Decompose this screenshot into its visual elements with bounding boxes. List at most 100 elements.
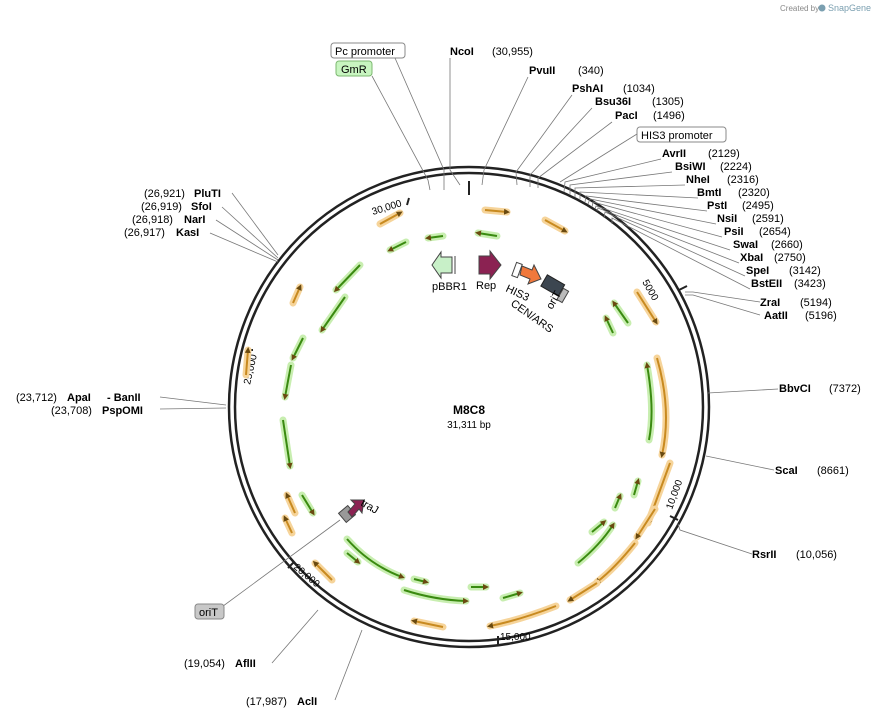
pc-promoter-box: Pc promoter <box>330 42 406 59</box>
site-name: ZraI <box>760 297 780 309</box>
site-name: XbaI <box>740 252 763 264</box>
site-pos: (2750) <box>774 252 806 264</box>
site-pos: (26,918) <box>132 214 173 226</box>
backbone-outer <box>227 165 711 649</box>
site-name: AvrII <box>662 148 686 160</box>
traj-label: traJ <box>359 497 381 517</box>
site-pos: (26,919) <box>141 201 182 213</box>
gmr-text: GmR <box>341 64 367 76</box>
site-pos: (2660) <box>771 239 803 251</box>
site-name: AflII <box>235 658 256 670</box>
site-leaders <box>159 58 779 701</box>
site-pos: (7372) <box>829 383 861 395</box>
orf-arrow <box>487 605 557 629</box>
restriction-sites: NcoI (30,955) PvuII (340) PshAI (1034) B… <box>16 46 861 708</box>
orf-arrow <box>285 492 296 514</box>
orf-arrow <box>379 211 403 225</box>
site-name: BstEII <box>751 278 782 290</box>
site-name: PshAI <box>572 83 603 95</box>
site-pos: (10,056) <box>796 549 837 561</box>
site-name: ScaI <box>775 465 798 477</box>
inner-orfs <box>279 229 656 605</box>
pc-promoter-text: Pc promoter <box>335 46 395 58</box>
orf-arrow <box>283 515 293 534</box>
backbone-inner <box>233 171 705 643</box>
site-name: SpeI <box>746 265 769 277</box>
site-name: BsiWI <box>675 161 706 173</box>
orf-arrow <box>594 542 636 584</box>
site-name: ApaI <box>67 392 91 404</box>
site-name: PstI <box>707 200 727 212</box>
orf-arrow <box>636 291 658 325</box>
gmr-box: GmR <box>335 60 373 77</box>
site-pos: (26,917) <box>124 227 165 239</box>
tick-label-15000: 15,000 <box>500 632 531 643</box>
orf-arrow <box>567 582 598 602</box>
site-name: KasI <box>176 227 199 239</box>
tick-30000 <box>406 197 410 206</box>
site-pos: (2495) <box>742 200 774 212</box>
pbbr1-feature: pBBR1 <box>431 250 467 293</box>
site-pos: (5196) <box>805 310 837 322</box>
site-pos: (3423) <box>794 278 826 290</box>
site-name: NheI <box>686 174 710 186</box>
rep-feature: Rep <box>476 249 502 292</box>
site-name: SwaI <box>733 239 758 251</box>
site-name: AatII <box>764 310 788 322</box>
orf-arrow <box>656 357 667 458</box>
plasmid-name: M8C8 <box>453 403 485 417</box>
snapgene-logo-icon <box>818 4 826 12</box>
tick-20000 <box>287 561 295 569</box>
credit-prefix: Created by <box>780 4 819 13</box>
site-name: NarI <box>184 214 205 226</box>
orf-arrow <box>292 284 302 304</box>
orf-arrow <box>411 618 444 628</box>
site-pos: (17,987) <box>246 696 287 708</box>
site-name: PluTI <box>194 188 221 200</box>
site-name: Bsu36I <box>595 96 631 108</box>
site-pos: (5194) <box>800 297 832 309</box>
site-name: PacI <box>615 110 638 122</box>
orf-arrow <box>635 508 656 540</box>
orf-arrow <box>244 347 251 376</box>
site-name: AclI <box>297 696 317 708</box>
pbbr1-label: pBBR1 <box>432 281 467 293</box>
plasmid-length: 31,311 bp <box>447 420 491 431</box>
site-pos: (23,708) <box>51 405 92 417</box>
traj-feature: traJ <box>337 497 381 524</box>
tick-10000 <box>669 515 679 521</box>
site-pos: (26,921) <box>144 188 185 200</box>
feature-leaders <box>214 57 638 613</box>
site-name: - BanII <box>107 392 141 404</box>
site-pos: (2654) <box>759 226 791 238</box>
orf-arrow <box>312 560 333 581</box>
site-pos: (19,054) <box>184 658 225 670</box>
orf-arrow <box>544 219 568 233</box>
orit-box: oriT <box>194 603 225 620</box>
cenars-feature: CEN/ARS oriT <box>508 274 570 336</box>
credit-brand: SnapGene <box>828 3 871 13</box>
site-name: SfoI <box>191 201 212 213</box>
site-pos: (340) <box>578 65 604 77</box>
rep-label: Rep <box>476 280 496 292</box>
site-pos: (8661) <box>817 465 849 477</box>
orf-arrow <box>484 208 510 215</box>
site-name: PvuII <box>529 65 555 77</box>
site-pos: (2316) <box>727 174 759 186</box>
his3-promoter-text: HIS3 promoter <box>641 130 713 142</box>
site-pos: (1496) <box>653 110 685 122</box>
site-name: BmtI <box>697 187 721 199</box>
site-pos: (23,712) <box>16 392 57 404</box>
site-pos: (2320) <box>738 187 770 199</box>
site-name: RsrII <box>752 549 776 561</box>
site-pos: (30,955) <box>492 46 533 58</box>
site-name: PspOMI <box>102 405 143 417</box>
site-pos: (3142) <box>789 265 821 277</box>
outer-orfs <box>242 206 674 631</box>
site-name: NcoI <box>450 46 474 58</box>
site-pos: (2224) <box>720 161 752 173</box>
site-name: PsiI <box>724 226 744 238</box>
site-pos: (1305) <box>652 96 684 108</box>
site-name: BbvCI <box>779 383 811 395</box>
